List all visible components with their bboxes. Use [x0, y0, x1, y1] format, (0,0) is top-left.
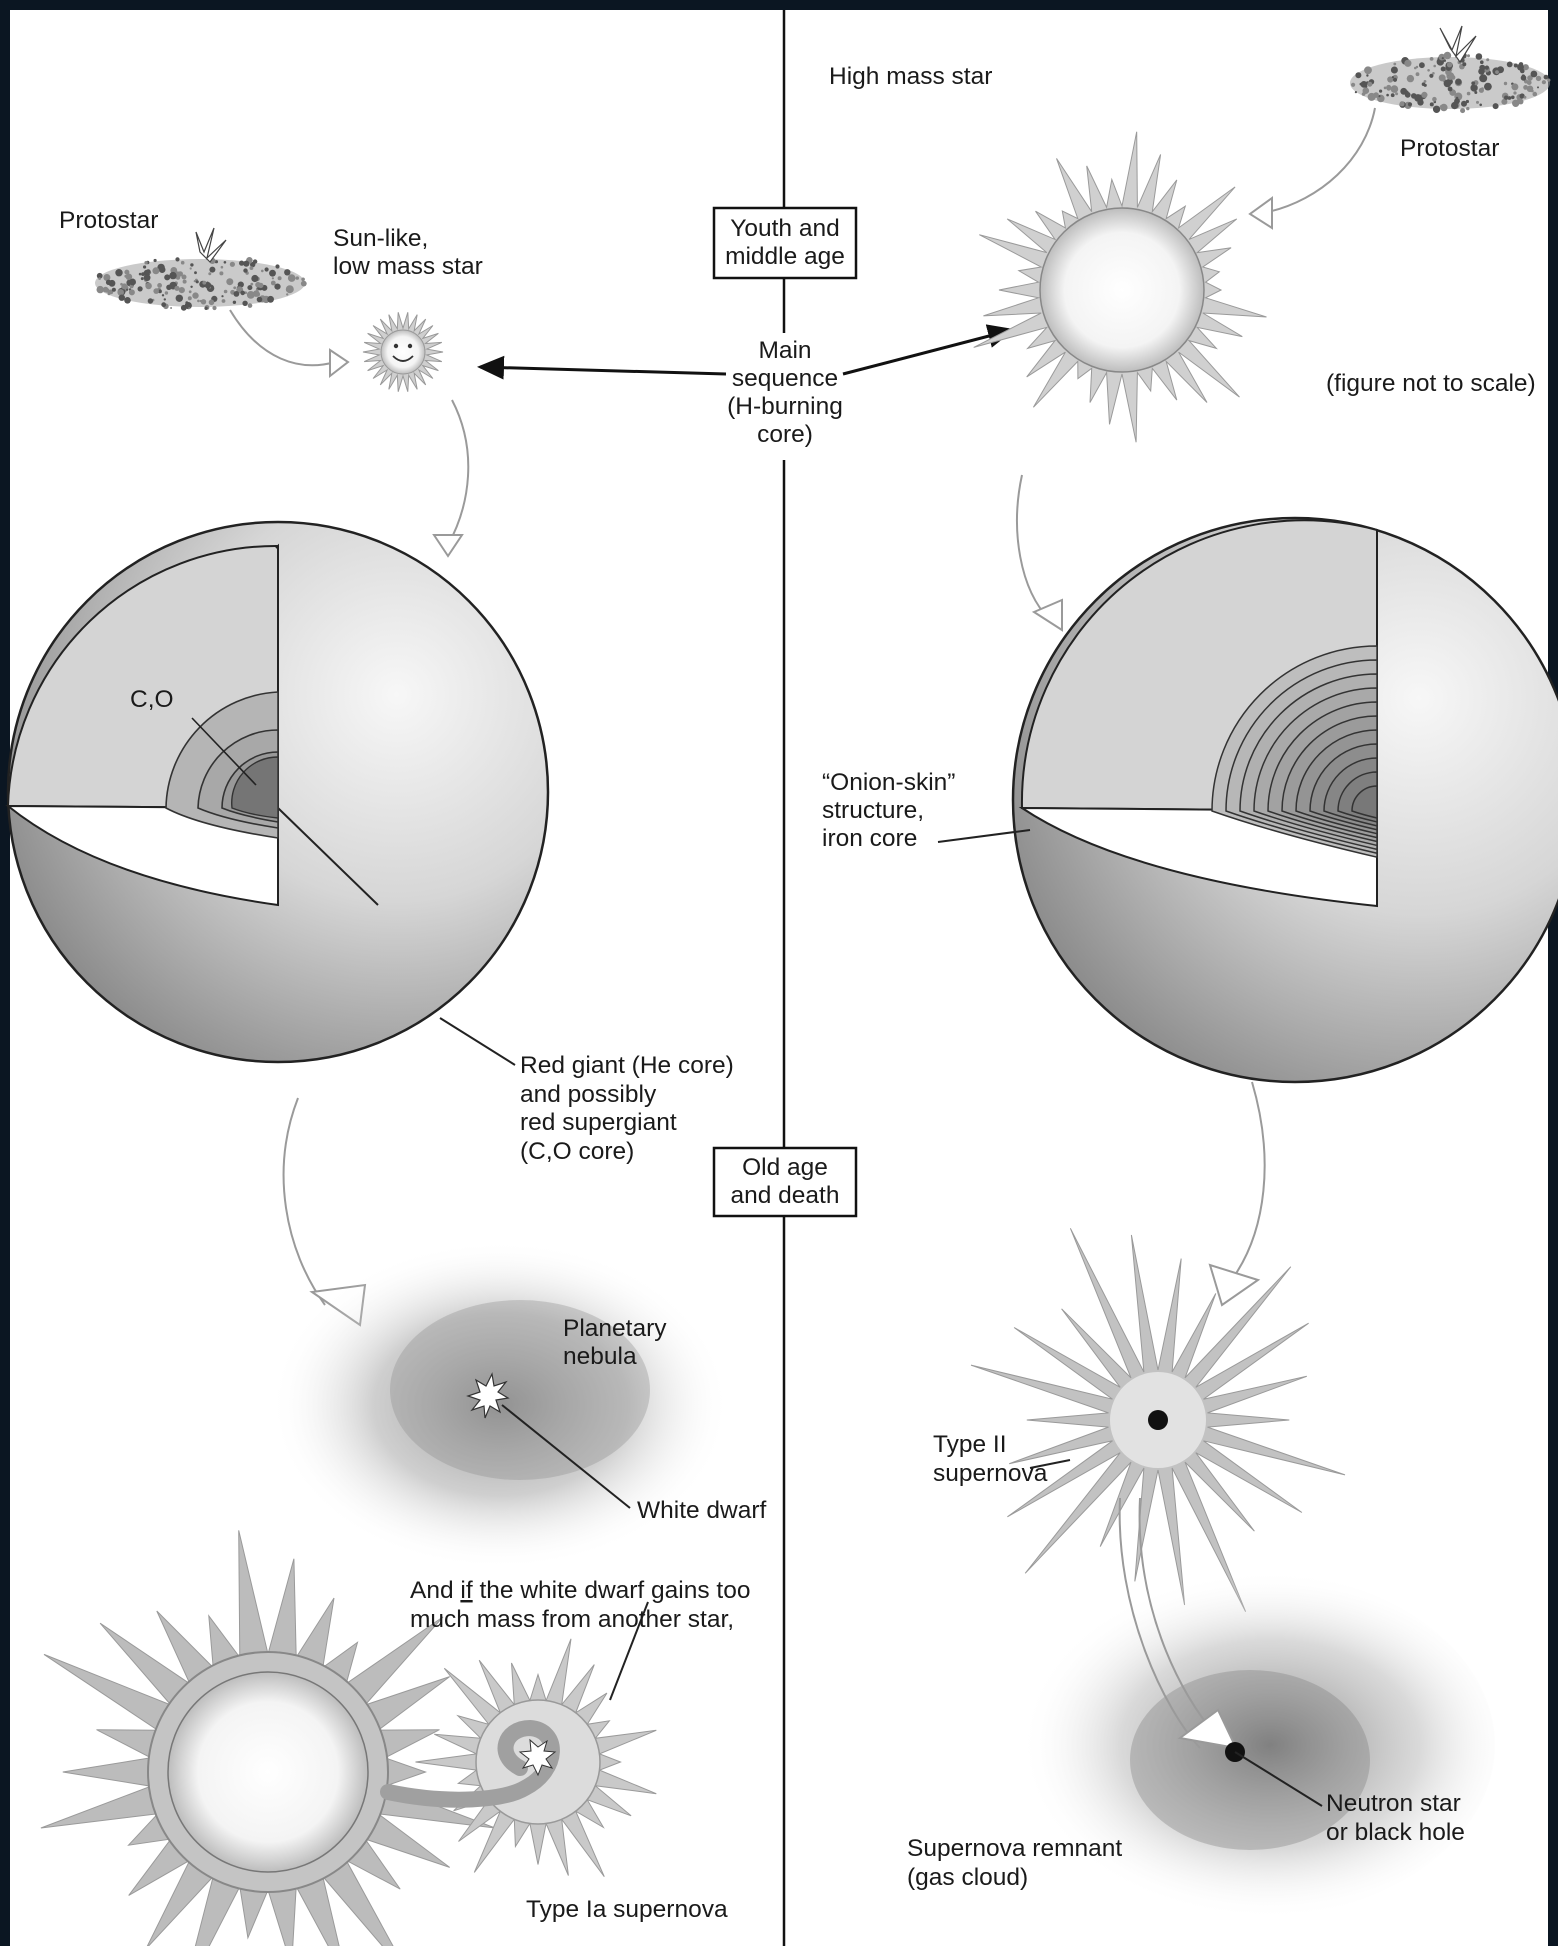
onion-label-2: structure, [822, 797, 924, 824]
red-giant-sphere [8, 522, 548, 1062]
not-to-scale-label: (figure not to scale) [1326, 370, 1536, 397]
red-giant-label-3: red supergiant [520, 1109, 677, 1136]
onion-label-3: iron core [822, 825, 917, 852]
if-line-post: the white dwarf gains too [473, 1577, 751, 1604]
main-sequence-label-4: core) [757, 421, 813, 448]
main-sequence-label-3: (H-burning [727, 393, 843, 420]
neutron-label-1: Neutron star [1326, 1790, 1461, 1817]
protostar-left-label: Protostar [59, 207, 158, 234]
protostar-right-label: Protostar [1400, 135, 1499, 162]
if-white-dwarf-line-1: And if the white dwarf gains too [410, 1577, 750, 1604]
main-sequence-label-2: sequence [732, 365, 838, 392]
red-giant-label-2: and possibly [520, 1081, 657, 1108]
sun-like-label-2: low mass star [333, 253, 483, 280]
if-line-pre: And [410, 1577, 460, 1604]
planetary-nebula-label-1: Planetary [563, 1315, 667, 1342]
red-giant-label-4: (C,O core) [520, 1138, 634, 1165]
youth-label-2: middle age [725, 243, 845, 270]
planetary-nebula-label-2: nebula [563, 1343, 637, 1370]
type-ii-label-2: supernova [933, 1460, 1048, 1487]
remnant-label-2: (gas cloud) [907, 1864, 1028, 1891]
neutron-label-2: or black hole [1326, 1819, 1465, 1846]
type-ia-label: Type Ia supernova [526, 1896, 728, 1923]
high-mass-label: High mass star [829, 63, 992, 90]
youth-label-1: Youth and [730, 215, 839, 242]
supernova-remnant [995, 1570, 1495, 1920]
red-giant-label-1: Red giant (He core) [520, 1052, 734, 1079]
supergiant-sphere [1013, 518, 1558, 1082]
if-white-dwarf-line-2: much mass from another star, [410, 1606, 734, 1633]
onion-label-1: “Onion-skin” [822, 769, 955, 796]
white-dwarf-label: White dwarf [637, 1497, 767, 1524]
type-ii-label-1: Type II [933, 1431, 1007, 1458]
old-age-label-1: Old age [742, 1154, 828, 1181]
old-age-label-2: and death [731, 1182, 840, 1209]
main-sequence-label-1: Main [758, 337, 811, 364]
if-line-em: if [460, 1577, 472, 1604]
remnant-label-1: Supernova remnant [907, 1835, 1122, 1862]
core-co-label: C,O [130, 686, 174, 713]
sun-like-label-1: Sun-like, [333, 225, 428, 252]
